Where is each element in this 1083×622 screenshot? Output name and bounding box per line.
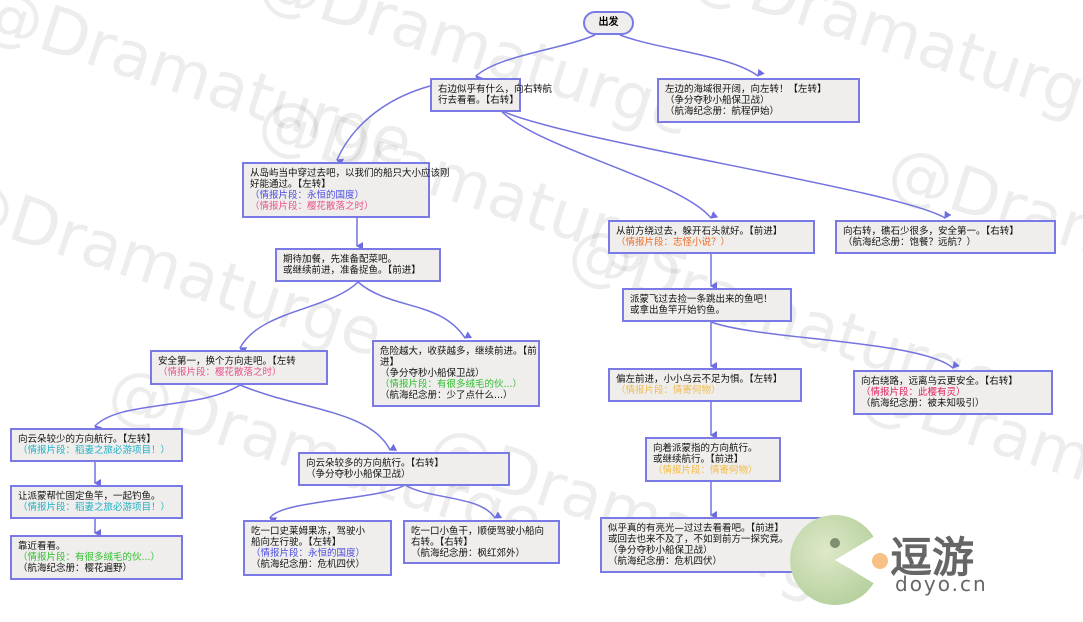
edge	[269, 484, 406, 525]
node-reward-line: （情报片段：樱花散落之时）	[158, 367, 282, 378]
node-text-line: 右转。【右转】	[411, 537, 473, 548]
node-text-line: （争分夺秒小船保卫战）	[306, 469, 411, 480]
node-text-line: 危险越大，收获越多，继续前进。【前	[380, 346, 537, 357]
node-text-line: 向右绕路，远离乌云更安全。【右转】	[861, 376, 1018, 387]
node-reward-line: （情报片段：情寄何物）	[653, 465, 758, 476]
flow-node-b: 左边的海域很开阔，向左转！【左转】 （争分夺秒小船保卫战） （航海纪念册：航程伊…	[657, 78, 860, 123]
node-reward-line: （情报片段：情寄何物）	[616, 385, 721, 396]
node-reward-line: （情报片段：志怪小说？）	[616, 237, 731, 248]
logo-ball-icon	[872, 553, 888, 569]
flow-node-l: 向云朵较少的方向航行。【左转】 （情报片段：稻妻之旅必游项目！）	[10, 428, 183, 462]
node-text-line: （航海纪念册：危机四伏）	[608, 556, 723, 567]
node-text-line: （航海纪念册：少了点什么...）	[380, 390, 513, 401]
flow-node-d: 期待加餐，先准备配菜吧。或继续前进，准备捉鱼。【前进】	[275, 248, 441, 282]
node-text-line: （航海纪念册：危机四伏）	[251, 559, 366, 570]
node-text-line: 吃一口史莱姆果冻，驾驶小	[251, 526, 366, 537]
logo-pacman-icon	[790, 515, 880, 605]
flow-node-j: 偏左前进，小小乌云不足为惧。【左转】 （情报片段：情寄何物）	[608, 368, 802, 402]
node-text-line: 期待加餐，先准备配菜吧。	[283, 254, 398, 265]
node-text-line: 派蒙飞过去捡一条跳出来的鱼吧！	[630, 294, 773, 305]
edge	[239, 281, 359, 355]
node-text-line: 或回去也来不及了，不如到前方一探究竟。	[608, 534, 789, 545]
flow-edges	[94, 34, 960, 537]
flow-node-p: 吃一口史莱姆果冻，驾驶小船向左行驶。【左转】 （情报片段：永恒的国度） （航海纪…	[243, 520, 392, 576]
node-text-line: 船向左行驶。【左转】	[251, 537, 342, 548]
node-text-line: 右边似乎有什么，向右转航	[438, 84, 553, 95]
node-text-line: （航海纪念册：饱餐？远航？）	[843, 237, 977, 248]
flow-node-f: 向右转，礁石少很多，安全第一。【右转】 （航海纪念册：饱餐？远航？）	[835, 220, 1056, 254]
node-text-line: 或继续前进，准备捉鱼。【前进】	[283, 265, 421, 276]
edge	[499, 109, 719, 219]
node-text-line: 行去看看。【右转】	[438, 95, 519, 106]
edge	[710, 321, 960, 369]
edge	[404, 484, 503, 519]
node-reward-line: （情报片段：永恒的国度）	[251, 548, 366, 559]
node-text-line: 从岛屿当中穿过去吧，以我们的船只大小应该刚	[250, 168, 450, 179]
node-text-line: 向着派蒙指的方向航行。	[653, 443, 758, 454]
node-reward-line: （情报片段：稻妻之旅必游项目！）	[18, 502, 171, 513]
flow-node-e: 从前方绕过去，躲开石头就好。【前进】 （情报片段：志怪小说？）	[608, 220, 815, 254]
node-text-line: 或继续航行。【前进】	[653, 454, 744, 465]
node-text-line: 偏左前进，小小乌云不足为惧。【左转】	[616, 374, 783, 385]
edge	[475, 34, 596, 84]
node-text-line: （争分夺秒小船保卫战）	[380, 368, 485, 379]
node-text-line: 似乎真的有亮光—过过去看看吧。【前进】	[608, 523, 784, 534]
node-text-line: 左边的海域很开阔，向左转！【左转】	[665, 84, 827, 95]
node-reward-line: （情报片段：有很多绒毛的伙...）	[18, 552, 161, 563]
node-text-line: 好能通过。【左转】	[250, 179, 331, 190]
edge	[336, 85, 431, 167]
flow-node-m: 让派蒙帮忙固定鱼竿，一起钓鱼。 （情报片段：稻妻之旅必游项目！）	[10, 485, 183, 519]
node-text-line: 从前方绕过去，躲开石头就好。【前进】	[616, 226, 783, 237]
node-text-line: 向云朵较多的方向航行。【右转】	[306, 458, 444, 469]
node-text-line: （争分夺秒小船保卫战）	[665, 95, 770, 106]
edge	[499, 109, 952, 219]
flow-node-n: 靠近看看。 （情报片段：有很多绒毛的伙...） （航海纪念册：樱花遍野）	[10, 535, 183, 580]
flow-node-o: 向云朵较多的方向航行。【右转】 （争分夺秒小船保卫战）	[298, 452, 510, 486]
flow-node-r: 向着派蒙指的方向航行。或继续航行。【前进】 （情报片段：情寄何物）	[645, 437, 781, 482]
node-text-line: （航海纪念册：航程伊始）	[665, 106, 780, 117]
flow-node-h: 安全第一，换个方向走吧。【左转 （情报片段：樱花散落之时）	[150, 350, 328, 385]
node-text-line: （争分夺秒小船保卫战）	[608, 545, 713, 556]
node-reward-line: （情报片段：有很多绒毛的伙...）	[380, 379, 523, 390]
logo-eye-icon	[830, 538, 840, 548]
node-text-line: 吃一口小鱼干，顺便驾驶小船向	[411, 526, 545, 537]
edge	[239, 384, 398, 451]
logo-text: 逗游	[890, 533, 975, 582]
edge	[94, 384, 241, 434]
flow-node-c: 从岛屿当中穿过去吧，以我们的船只大小应该刚好能通过。【左转】 （情报片段：永恒的…	[242, 162, 450, 218]
flow-node-g: 派蒙飞过去捡一条跳出来的鱼吧！或拿出鱼竿开始钓鱼。	[622, 288, 792, 322]
node-text-line: 进】	[380, 357, 400, 368]
flow-node-i: 危险越大，收获越多，继续前进。【前进】 （争分夺秒小船保卫战） （情报片段：有很…	[372, 340, 540, 407]
flow-node-s: 似乎真的有亮光—过过去看看吧。【前进】或回去也来不及了，不如到前方一探究竟。 （…	[600, 517, 822, 573]
flow-node-k: 向右绕路，远离乌云更安全。【右转】 （情报片段：此樱有灵） （航海纪念册：被未知…	[853, 370, 1053, 415]
node-text-line: 向云朵较少的方向航行。【左转】	[18, 434, 156, 445]
edge	[619, 34, 765, 77]
flow-node-a: 右边似乎有什么，向右转航行去看看。【右转】	[430, 78, 553, 112]
node-text-line: 或拿出鱼竿开始钓鱼。	[630, 305, 726, 316]
node-reward-line: （情报片段：此樱有灵）	[861, 387, 966, 398]
logo-domain: doyo.cn	[895, 572, 988, 596]
node-reward-line: （情报片段：永恒的国度）	[250, 190, 365, 201]
node-reward-line: （情报片段：稻妻之旅必游项目！）	[18, 445, 171, 456]
node-text-line: 让派蒙帮忙固定鱼竿，一起钓鱼。	[18, 491, 161, 502]
flow-node-q: 吃一口小鱼干，顺便驾驶小船向右转。【右转】 （航海纪念册：枫红郊外）	[403, 520, 560, 564]
node-text-line: 安全第一，换个方向走吧。【左转	[158, 356, 296, 367]
node-text-line: （航海纪念册：被未知吸引）	[861, 398, 985, 409]
node-reward-line: （情报片段：樱花散落之时）	[250, 201, 374, 212]
edge	[357, 281, 473, 339]
node-text-line: 靠近看看。	[18, 541, 66, 552]
node-text-line: （航海纪念册：樱花遍野）	[18, 563, 133, 574]
start-node: 出发	[583, 11, 634, 35]
node-text-line: （航海纪念册：枫红郊外）	[411, 548, 526, 559]
node-text-line: 向右转，礁石少很多，安全第一。【右转】	[843, 226, 1019, 237]
doyo-logo: 逗游 doyo.cn	[785, 510, 1083, 605]
